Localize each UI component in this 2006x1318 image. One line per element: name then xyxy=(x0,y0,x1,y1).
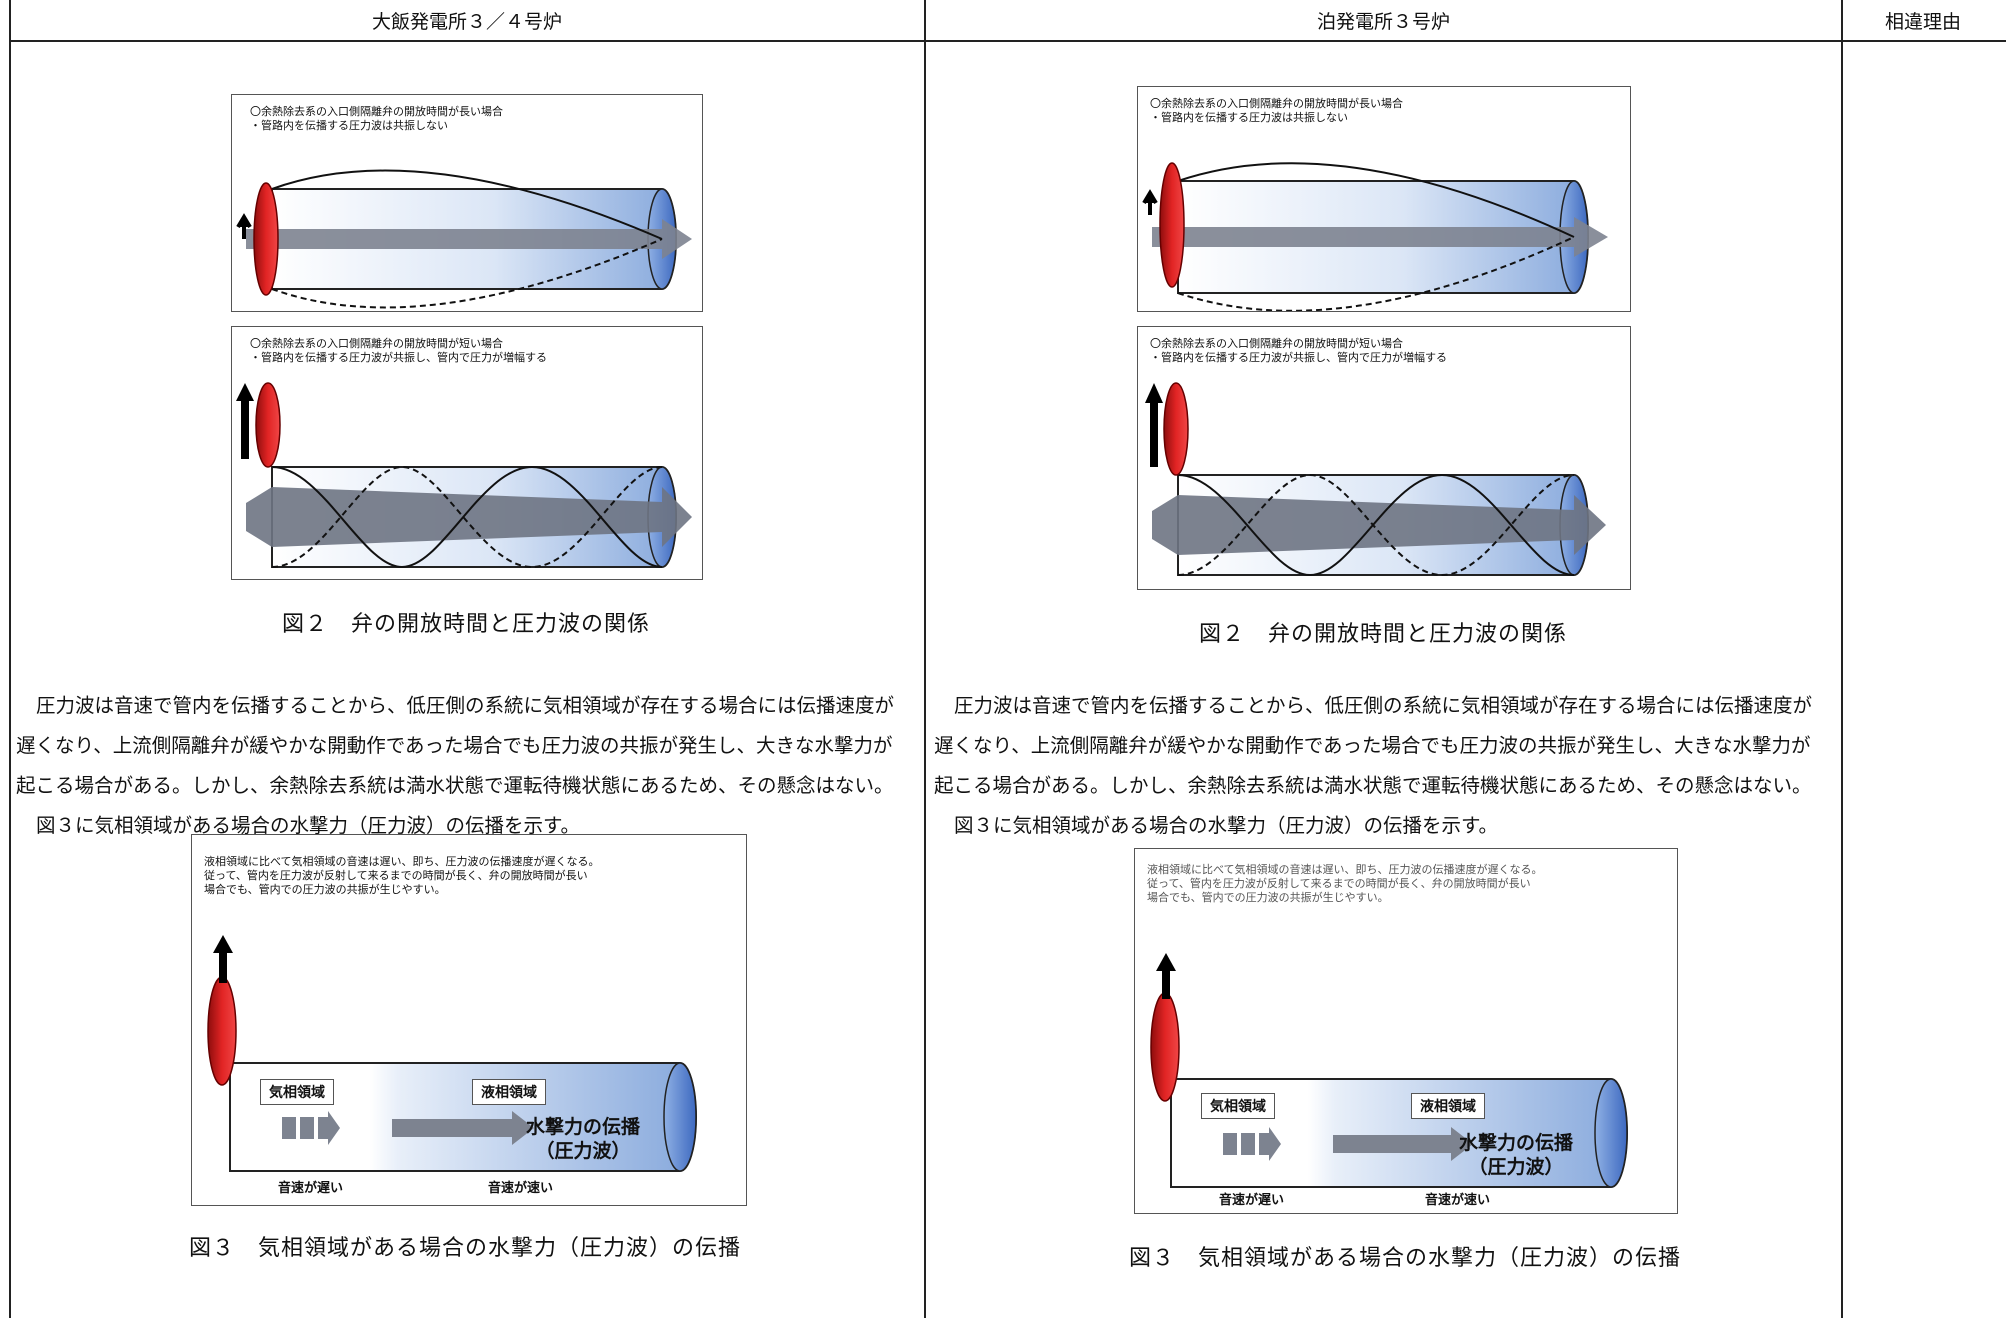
liquid-region-label: 液相領域 xyxy=(1411,1093,1485,1119)
fig2-short-open-note: 〇余熱除去系の入口側隔離弁の開放時間が短い場合 ・管路内を伝播する圧力波が共振し… xyxy=(250,337,547,364)
fig3-panel-left: 液相領域に比べて気相領域の音速は遅い、即ち、圧力波の伝播速度が遅くなる。 従って… xyxy=(191,834,747,1206)
fig2-long-open-note: 〇余熱除去系の入口側隔離弁の開放時間が長い場合 ・管路内を伝播する圧力波は共振し… xyxy=(1150,97,1403,124)
column-header-right: 泊発電所３号炉 xyxy=(1316,11,1450,33)
paragraph-line: 圧力波は音速で管内を伝播することから、低圧側の系統に気相領域が存在する場合には伝… xyxy=(36,694,895,717)
fig3-panel-right: 液相領域に比べて気相領域の音速は遅い、即ち、圧力波の伝播速度が遅くなる。 従って… xyxy=(1134,848,1678,1214)
fig3-caption-right: 図３ 気相領域がある場合の水撃力（圧力波）の伝播 xyxy=(1128,1246,1681,1271)
fig2-caption-right: 図２ 弁の開放時間と圧力波の関係 xyxy=(1198,622,1567,647)
fast-sound-label: 音速が速い xyxy=(1425,1193,1491,1208)
water-hammer-label: 水撃力の伝播 （圧力波） xyxy=(526,1116,641,1162)
fig2-short-open-note: 〇余熱除去系の入口側隔離弁の開放時間が短い場合 ・管路内を伝播する圧力波が共振し… xyxy=(1150,337,1447,364)
fig2-short-open-panel: 〇余熱除去系の入口側隔離弁の開放時間が短い場合 ・管路内を伝播する圧力波が共振し… xyxy=(231,326,703,580)
body-paragraph-right: 圧力波は音速で管内を伝播することから、低圧側の系統に気相領域が存在する場合には伝… xyxy=(934,686,1839,846)
fig3-note: 液相領域に比べて気相領域の音速は遅い、即ち、圧力波の伝播速度が遅くなる。 従って… xyxy=(204,855,600,896)
column-divider xyxy=(1841,0,1843,1318)
fig2-long-open-note: 〇余熱除去系の入口側隔離弁の開放時間が長い場合 ・管路内を伝播する圧力波は共振し… xyxy=(250,105,503,132)
fast-sound-label: 音速が速い xyxy=(488,1181,554,1196)
pipe-resonance-diagram xyxy=(1145,382,1606,577)
liquid-region-label: 液相領域 xyxy=(472,1079,546,1105)
fig2-caption-left: 図２ 弁の開放時間と圧力波の関係 xyxy=(281,612,650,637)
gas-region-label: 気相領域 xyxy=(1201,1093,1275,1119)
fig2-long-open-panel: 〇余熱除去系の入口側隔離弁の開放時間が長い場合 ・管路内を伝播する圧力波は共振し… xyxy=(231,94,703,312)
paragraph-line: 起こる場合がある。しかし、余熱除去系統は満水状態で運転待機状態にあるため、その懸… xyxy=(934,774,1812,797)
fig3-caption-left: 図３ 気相領域がある場合の水撃力（圧力波）の伝播 xyxy=(188,1236,741,1261)
column-divider xyxy=(924,0,926,1318)
header-rule xyxy=(9,40,2006,42)
gas-phase-pipe-diagram xyxy=(1150,953,1628,1188)
paragraph-line: 図３に気相領域がある場合の水撃力（圧力波）の伝播を示す。 xyxy=(36,814,581,837)
fig2-short-open-panel: 〇余熱除去系の入口側隔離弁の開放時間が短い場合 ・管路内を伝播する圧力波が共振し… xyxy=(1137,326,1631,590)
paragraph-line: 遅くなり、上流側隔離弁が緩やかな開動作であった場合でも圧力波の共振が発生し、大き… xyxy=(16,734,893,757)
fig2-long-open-panel: 〇余熱除去系の入口側隔離弁の開放時間が長い場合 ・管路内を伝播する圧力波は共振し… xyxy=(1137,86,1631,312)
slow-sound-label: 音速が遅い xyxy=(1219,1193,1285,1208)
water-hammer-label: 水撃力の伝播 （圧力波） xyxy=(1459,1132,1574,1178)
fig3-note: 液相領域に比べて気相領域の音速は遅い、即ち、圧力波の伝播速度が遅くなる。 従って… xyxy=(1147,863,1543,904)
pipe-no-resonance-diagram xyxy=(1142,162,1608,311)
body-paragraph-left: 圧力波は音速で管内を伝播することから、低圧側の系統に気相領域が存在する場合には伝… xyxy=(16,686,921,846)
paragraph-line: 図３に気相領域がある場合の水撃力（圧力波）の伝播を示す。 xyxy=(954,814,1499,837)
gas-phase-pipe-diagram xyxy=(207,935,697,1172)
column-header-reason: 相違理由 xyxy=(1884,11,1961,33)
pipe-no-resonance-diagram xyxy=(236,169,692,309)
paragraph-line: 遅くなり、上流側隔離弁が緩やかな開動作であった場合でも圧力波の共振が発生し、大き… xyxy=(934,734,1811,757)
column-header-left: 大飯発電所３／４号炉 xyxy=(371,11,562,33)
table-border-left xyxy=(9,0,11,1318)
paragraph-line: 起こる場合がある。しかし、余熱除去系統は満水状態で運転待機状態にあるため、その懸… xyxy=(16,774,894,797)
pipe-resonance-diagram xyxy=(236,382,692,569)
paragraph-line: 圧力波は音速で管内を伝播することから、低圧側の系統に気相領域が存在する場合には伝… xyxy=(954,694,1813,717)
slow-sound-label: 音速が遅い xyxy=(278,1181,344,1196)
gas-region-label: 気相領域 xyxy=(260,1079,334,1105)
